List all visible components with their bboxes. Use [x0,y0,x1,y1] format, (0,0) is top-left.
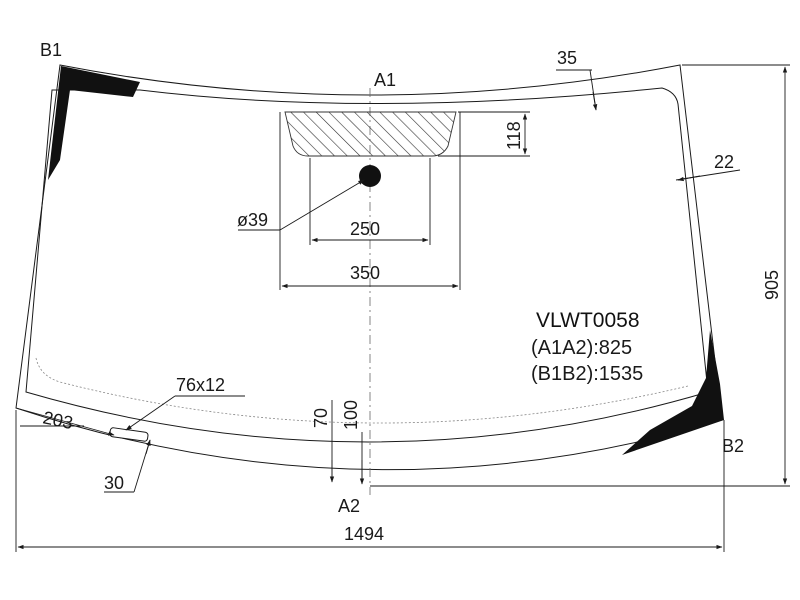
dim-label-22: 22 [714,152,734,172]
b1b2-length: (B1B2):1535 [531,363,643,385]
dim-label-203: 203 [41,407,75,433]
dim-label-350: 350 [350,263,380,283]
dotted-shade-line [35,357,689,424]
dim-label-250: 250 [350,219,380,239]
arrow-30 [145,439,151,455]
leader-diameter [279,179,365,231]
sensor-area-hatched [284,111,457,157]
arrow-35 [592,91,598,111]
dim-label-118: 118 [504,121,524,150]
label-b2: B2 [722,436,744,456]
dim-label-100: 100 [341,400,361,430]
dim-label-35: 35 [557,48,577,68]
arrow-22 [677,175,701,182]
a1a2-length: (A1A2):825 [531,337,632,359]
frit-corner-bottom-right [622,330,724,455]
part-code: VLWT0058 [536,309,640,332]
dim-label-905: 905 [762,270,782,300]
glass-inner-edge [25,87,709,443]
frit-corner-top-left [48,66,140,180]
rain-sensor-hole [359,165,381,187]
dim-label-30: 30 [104,473,124,493]
leader-slot [125,395,176,431]
label-a2: A2 [338,496,360,516]
slot-76x12 [109,427,149,442]
dim-line-203 [15,407,115,436]
label-a1: A1 [374,70,396,90]
dim-label-1494: 1494 [344,524,384,544]
label-b1: B1 [40,40,62,60]
dim-label-70: 70 [311,408,331,428]
dim-label-diameter: ø39 [237,210,268,230]
dim-label-slot: 76x12 [176,375,225,395]
